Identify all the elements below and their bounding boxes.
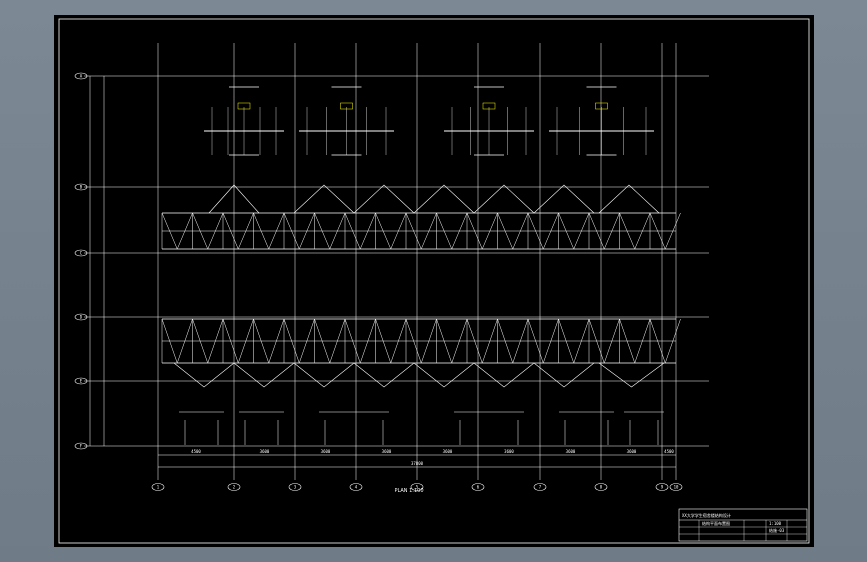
drawing-frame: [58, 18, 810, 544]
roof-chevron-5: [473, 184, 535, 214]
structural-plan-drawing: 1 2 3 4 5 6 7 8 9 10 A B C D E F 4500 3600 3600 3600 3600 3…: [58, 18, 810, 544]
grid-lines: [84, 43, 709, 480]
bottom-detail-5: [559, 411, 614, 445]
lower-chevron-7: [533, 362, 595, 388]
title-block-project: XX大学学生宿舍楼结构设计: [682, 512, 731, 518]
lower-chevron-2: [233, 362, 295, 388]
lower-chevron-3: [293, 362, 355, 388]
axis-bubble-7: [533, 483, 547, 491]
axis-label-10: 10: [674, 485, 679, 490]
total-dimension: 37800: [411, 461, 424, 466]
axis-bubble-4: [349, 483, 363, 491]
row-bubble-F: [74, 442, 88, 450]
row-bubble-D: [74, 313, 88, 321]
row-label-F: F: [80, 444, 83, 449]
axis-label-1: 1: [157, 485, 160, 490]
axis-label-4: 4: [355, 485, 358, 490]
bottom-detail-4: [454, 411, 524, 445]
axis-label-3: 3: [294, 485, 297, 490]
roof-chevron-6: [533, 184, 595, 214]
bottom-detail-6: [624, 411, 664, 445]
axis-bubble-2: [227, 483, 241, 491]
row-bubble-A: [74, 72, 88, 80]
bottom-detail-2: [239, 411, 284, 445]
roof-chevron-1: [208, 184, 260, 214]
cad-viewport[interactable]: 1 2 3 4 5 6 7 8 9 10 A B C D E F 4500 3600 3600 3600 3600 3…: [54, 15, 814, 547]
axis-bubble-5: [410, 483, 424, 491]
axis-label-9: 9: [661, 485, 664, 490]
axis-bubble-3: [288, 483, 302, 491]
span-label-8: 3600: [627, 449, 637, 454]
beam-group-4: [549, 86, 654, 156]
drawing-title: PLAN 1:100: [394, 488, 423, 494]
title-block-sheet: 结施-03: [769, 527, 785, 533]
row-label-E: E: [80, 379, 83, 384]
title-block: XX大学学生宿舍楼结构设计 结构平面布置图 1:100 结施-03: [678, 508, 808, 542]
span-label-6: 3600: [504, 449, 514, 454]
axis-bubble-1: [151, 483, 165, 491]
axis-label-5: 5: [416, 485, 419, 490]
beam-group-3: [444, 86, 534, 156]
axis-label-2: 2: [233, 485, 236, 490]
span-label-4: 3600: [382, 449, 392, 454]
row-label-B: B: [80, 185, 83, 190]
span-label-7: 3600: [566, 449, 576, 454]
row-bubble-C: [74, 249, 88, 257]
beam-group-1: [204, 86, 284, 156]
row-label-A: A: [80, 74, 83, 79]
roof-chevron-4: [413, 184, 475, 214]
axis-bubble-10: [669, 483, 683, 491]
roof-chevron-2: [293, 184, 355, 214]
truss-band-upper: [161, 212, 681, 250]
row-bubble-E: [74, 377, 88, 385]
lower-chevron-1: [173, 362, 235, 388]
lower-chevron-5: [413, 362, 475, 388]
row-bubbles: A B C D E F: [74, 72, 88, 450]
bottom-detail-1: [179, 411, 224, 445]
axis-label-7: 7: [539, 485, 542, 490]
row-bubble-B: [74, 183, 88, 191]
roof-chevron-7: [598, 184, 660, 214]
roof-chevron-3: [353, 184, 415, 214]
span-label-3: 3600: [321, 449, 331, 454]
axis-bubble-9: [655, 483, 669, 491]
lower-chevron-8: [598, 362, 665, 388]
title-block-scale: 1:100: [769, 521, 782, 526]
row-label-D: D: [80, 315, 83, 320]
truss-band-lower: [161, 318, 681, 364]
row-label-C: C: [80, 251, 83, 256]
axis-label-8: 8: [600, 485, 603, 490]
axis-bubbles: 1 2 3 4 5 6 7 8 9 10: [151, 483, 683, 491]
dimension-lines: 4500 3600 3600 3600 3600 3600 3600 3600 4500 3780…: [89, 76, 676, 468]
span-label-1: 4500: [191, 449, 201, 454]
beam-group-2: [299, 86, 394, 156]
axis-bubble-8: [594, 483, 608, 491]
lower-chevron-4: [353, 362, 415, 388]
truss-bracing: [161, 184, 681, 388]
lower-chevron-6: [473, 362, 535, 388]
span-label-9: 4500: [664, 449, 674, 454]
axis-label-6: 6: [477, 485, 480, 490]
bottom-detail-3: [319, 411, 389, 445]
axis-bubble-6: [471, 483, 485, 491]
beam-details: [179, 86, 664, 445]
span-label-2: 3600: [260, 449, 270, 454]
title-block-drawing-name: 结构平面布置图: [702, 520, 730, 526]
span-label-5: 3600: [443, 449, 453, 454]
